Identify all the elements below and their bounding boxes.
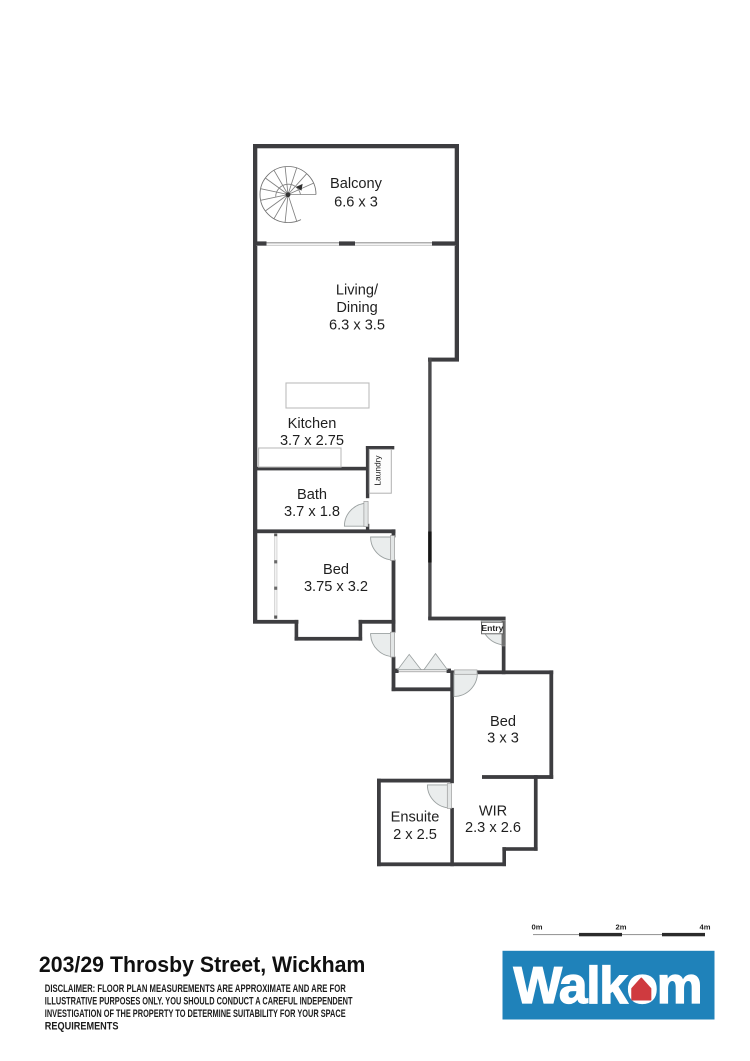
svg-text:DISCLAIMER: FLOOR PLAN MEASURE: DISCLAIMER: FLOOR PLAN MEASUREMENTS ARE …: [45, 983, 346, 996]
svg-text:Entry: Entry: [481, 623, 503, 633]
svg-text:203/29 Throsby Street, Wickham: 203/29 Throsby Street, Wickham: [39, 951, 365, 977]
svg-text:0m: 0m: [532, 923, 543, 932]
svg-text:4m: 4m: [700, 923, 711, 932]
svg-text:2m: 2m: [616, 923, 627, 932]
svg-text:Walkom: Walkom: [514, 956, 702, 1014]
svg-text:ILLUSTRATIVE PURPOSES ONLY. YO: ILLUSTRATIVE PURPOSES ONLY. YOU SHOULD C…: [45, 995, 353, 1008]
svg-text:Laundry: Laundry: [372, 455, 382, 486]
svg-text:REQUIREMENTS: REQUIREMENTS: [45, 1021, 119, 1033]
svg-text:INVESTIGATION OF THE PROPERTY: INVESTIGATION OF THE PROPERTY TO DETERMI…: [45, 1008, 346, 1021]
